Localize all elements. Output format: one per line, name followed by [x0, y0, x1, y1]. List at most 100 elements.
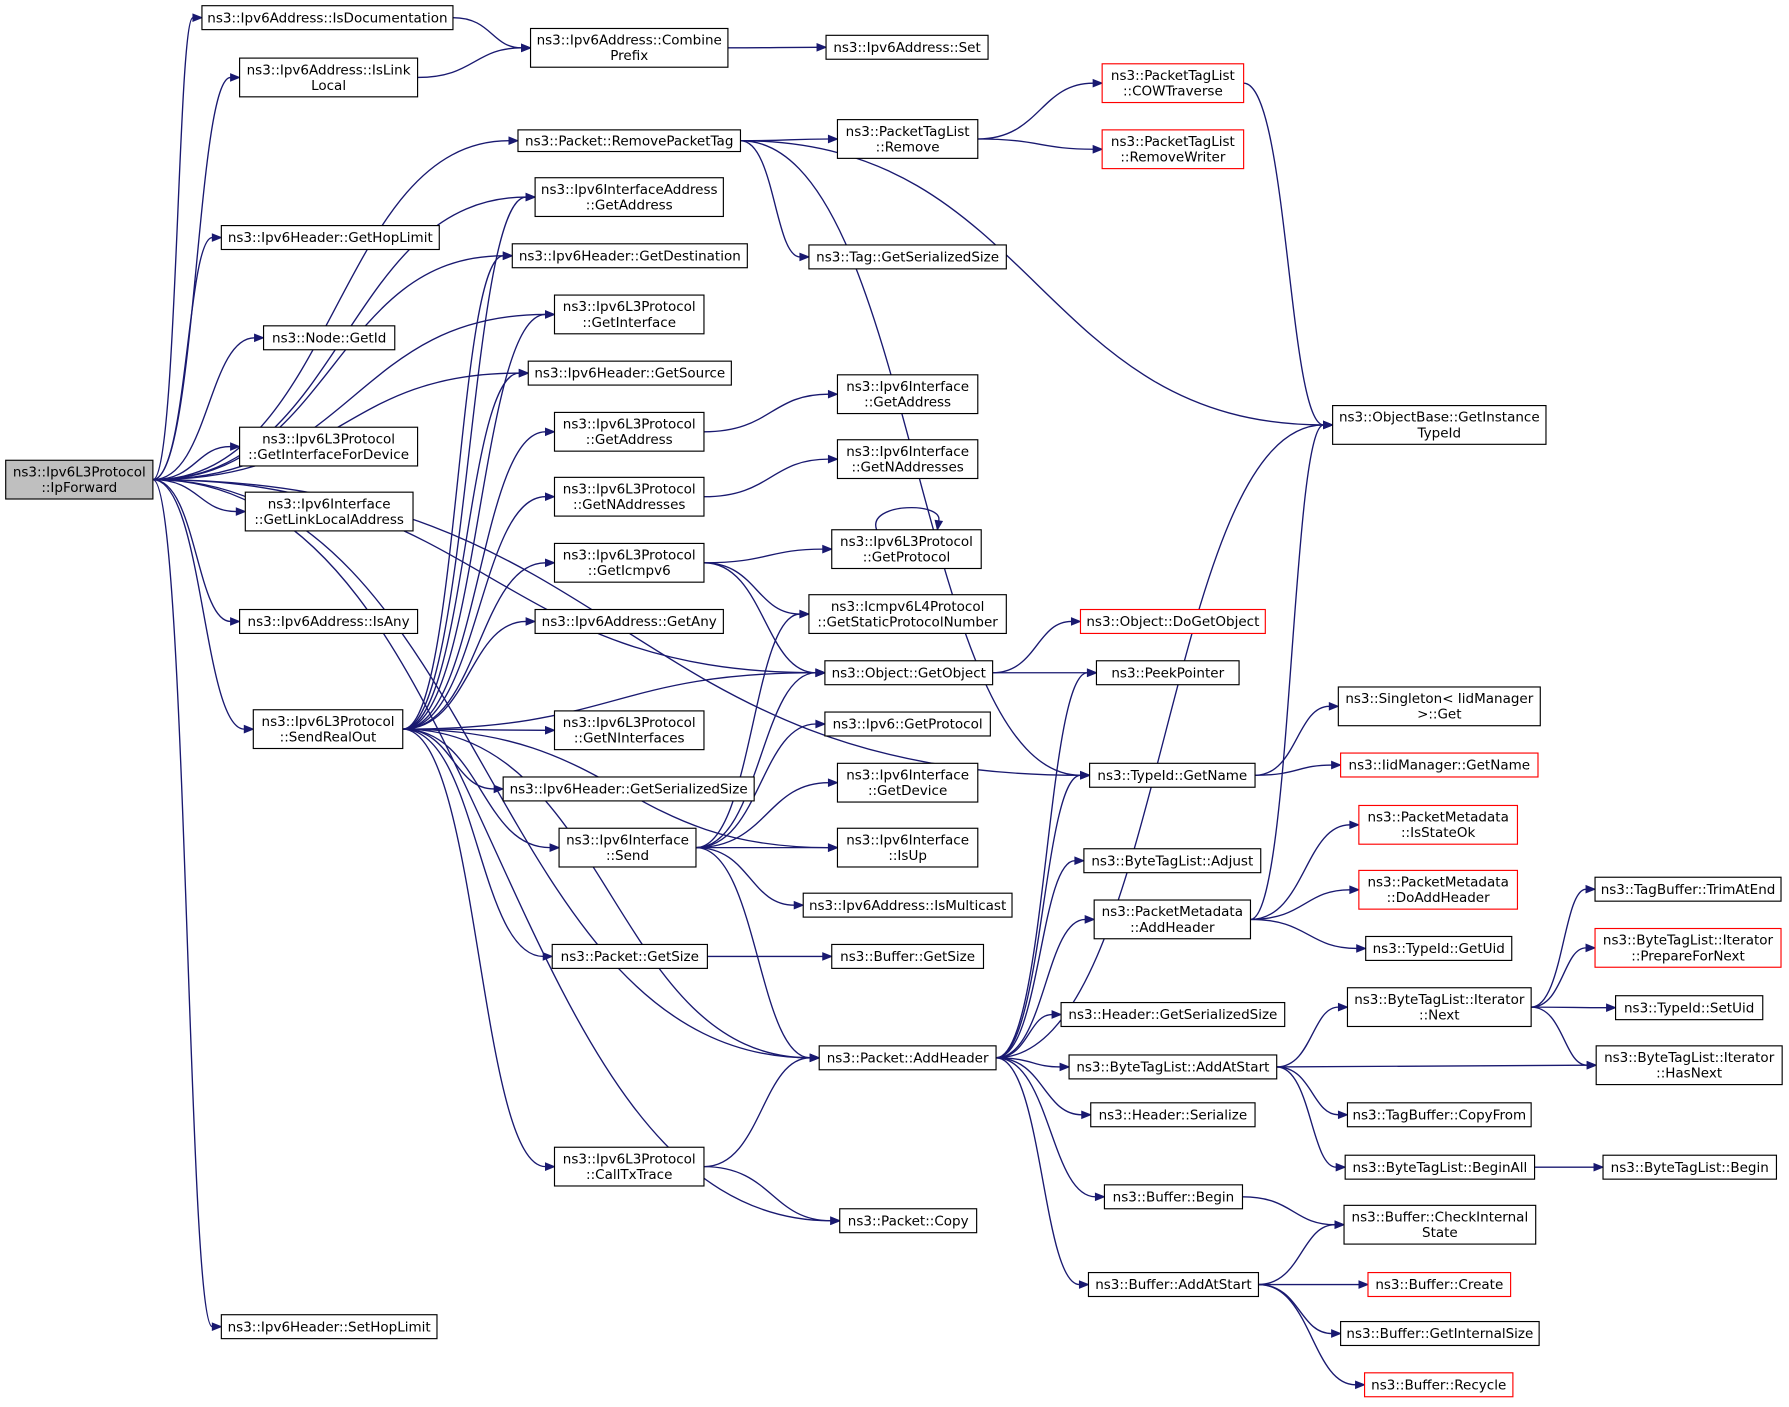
edge-arrowhead: [544, 492, 556, 502]
node-peekpointer[interactable]: ns3::PeekPointer: [1095, 660, 1240, 686]
node-box: [553, 710, 705, 751]
node-label: ns3::Packet::AddHeader: [827, 1050, 989, 1066]
node-iface_getdevice[interactable]: ns3::Ipv6Interface::GetDevice: [836, 762, 979, 803]
node-addr_getany[interactable]: ns3::Ipv6Address::GetAny: [534, 608, 724, 635]
node-buffer_recycle[interactable]: ns3::Buffer::Recycle: [1363, 1372, 1514, 1398]
edge-ipforward-to-addr_isany: [152, 478, 231, 623]
node-isdoc[interactable]: ns3::Ipv6Address::IsDocumentation: [201, 5, 454, 31]
node-iface_isup[interactable]: ns3::Ipv6Interface::IsUp: [836, 827, 979, 868]
node-btl_it_next[interactable]: ns3::ByteTagList::Iterator::Next: [1346, 987, 1532, 1028]
node-l3_getaddress[interactable]: ns3::Ipv6L3Protocol::GetAddress: [553, 411, 705, 452]
node-label: ns3::Object::DoGetObject: [1086, 614, 1259, 630]
node-label: ns3::Ipv6Interface: [846, 379, 969, 395]
node-buffer_getsize[interactable]: ns3::Buffer::GetSize: [831, 943, 985, 969]
node-iface_getnaddr[interactable]: ns3::Ipv6Interface::GetNAddresses: [836, 439, 979, 480]
node-pm_doaddheader[interactable]: ns3::PacketMetadata::DoAddHeader: [1358, 869, 1519, 910]
node-typeid_getname[interactable]: ns3::TypeId::GetName: [1089, 762, 1256, 788]
node-sendrealout[interactable]: ns3::Ipv6L3Protocol::SendRealOut: [252, 709, 404, 750]
node-typeid_setuid[interactable]: ns3::TypeId::SetUid: [1615, 995, 1764, 1021]
node-typeid_getuid[interactable]: ns3::TypeId::GetUid: [1365, 935, 1513, 961]
node-pm_addheader[interactable]: ns3::PacketMetadata::AddHeader: [1093, 899, 1252, 940]
node-box: [502, 776, 755, 802]
node-tb_trimatend[interactable]: ns3::TagBuffer::TrimAtEnd: [1594, 876, 1782, 902]
node-btl_it_prepare[interactable]: ns3::ByteTagList::Iterator::PrepareForNe…: [1594, 927, 1782, 968]
node-hdr_getsource[interactable]: ns3::Ipv6Header::GetSource: [527, 360, 732, 386]
node-packet_getsize[interactable]: ns3::Packet::GetSize: [551, 943, 708, 969]
node-ifaddr_getaddress[interactable]: ns3::Ipv6InterfaceAddress::GetAddress: [534, 177, 724, 218]
node-header_getser[interactable]: ns3::Header::GetSerializedSize: [1060, 1001, 1286, 1028]
node-box: [1344, 1154, 1536, 1180]
edge-iface_send-to-icmp_getstatic: [695, 613, 800, 849]
edge-arrowhead: [827, 843, 839, 852]
node-hdr_gethoplimit[interactable]: ns3::Ipv6Header::GetHopLimit: [220, 225, 440, 251]
node-ptl_cow[interactable]: ns3::PacketTagList::COWTraverse: [1101, 63, 1245, 104]
node-l3_getprotocol[interactable]: ns3::Ipv6L3Protocol::GetProtocol: [831, 529, 982, 570]
node-icmp_getstatic[interactable]: ns3::Icmpv6L4Protocol::GetStaticProtocol…: [808, 594, 1007, 635]
node-box: [201, 5, 454, 31]
node-addrset[interactable]: ns3::Ipv6Address::Set: [825, 34, 989, 60]
node-box: [553, 294, 705, 335]
node-addr_ismulticast[interactable]: ns3::Ipv6Address::IsMulticast: [802, 892, 1013, 918]
edge-arrowhead: [544, 558, 556, 568]
node-buffer_begin[interactable]: ns3::Buffer::Begin: [1103, 1184, 1244, 1210]
node-removepackettag[interactable]: ns3::Packet::RemovePacketTag: [517, 129, 742, 153]
node-pm_isstateok[interactable]: ns3::PacketMetadata::IsStateOk: [1358, 804, 1519, 845]
node-singleton_get[interactable]: ns3::Singleton< IidManager>::Get: [1337, 686, 1541, 727]
node-ptl_remove[interactable]: ns3::PacketTagList::Remove: [836, 119, 979, 159]
node-packet_copy[interactable]: ns3::Packet::Copy: [839, 1208, 978, 1234]
node-label: ::CallTxTrace: [586, 1167, 672, 1183]
node-iface_send[interactable]: ns3::Ipv6Interface::Send: [558, 827, 697, 868]
node-buffer_addatstart[interactable]: ns3::Buffer::AddAtStart: [1087, 1271, 1260, 1298]
node-l3_getifacefordev[interactable]: ns3::Ipv6L3Protocol::GetInterfaceForDevi…: [239, 426, 419, 467]
node-btl_beginall[interactable]: ns3::ByteTagList::BeginAll: [1344, 1154, 1536, 1180]
node-l3_geticmp[interactable]: ns3::Ipv6L3Protocol::GetIcmpv6: [553, 542, 705, 583]
edge-packet_addheader-to-buffer_addatstart: [995, 1057, 1080, 1286]
node-label: ::IpForward: [41, 480, 117, 496]
node-hdr_getdest[interactable]: ns3::Ipv6Header::GetDestination: [511, 243, 748, 269]
node-label: ns3::Node::GetId: [272, 330, 386, 346]
edge-arrowhead: [1331, 1329, 1342, 1338]
node-node_getid[interactable]: ns3::Node::GetId: [262, 325, 396, 351]
edge-arrowhead: [518, 368, 530, 378]
node-tag_getser[interactable]: ns3::Tag::GetSerializedSize: [808, 244, 1007, 270]
edge-sendrealout-to-hdr_getdest: [402, 255, 504, 730]
edge-l3_getnaddr-to-iface_getnaddr: [703, 458, 829, 498]
node-label: ns3::Buffer::AddAtStart: [1095, 1277, 1252, 1293]
node-iid_getname[interactable]: ns3::IidManager::GetName: [1340, 752, 1539, 778]
edge-arrowhead: [211, 1322, 223, 1332]
node-header_serialize[interactable]: ns3::Header::Serialize: [1090, 1102, 1256, 1128]
edge-arrowhead: [1585, 943, 1597, 953]
node-label: ::GetAddress: [586, 432, 673, 448]
node-box: [239, 426, 419, 467]
node-iface_getaddress[interactable]: ns3::Ipv6Interface::GetAddress: [836, 374, 979, 415]
node-l3_calltxtrace[interactable]: ns3::Ipv6L3Protocol::CallTxTrace: [553, 1146, 705, 1187]
node-buffer_getinternalsize[interactable]: ns3::Buffer::GetInternalSize: [1340, 1320, 1540, 1347]
node-hdr_sethoplimit[interactable]: ns3::Ipv6Header::SetHopLimit: [220, 1314, 438, 1340]
node-tb_copyfrom[interactable]: ns3::TagBuffer::CopyFrom: [1346, 1102, 1532, 1128]
node-btl_it_hasnext[interactable]: ns3::ByteTagList::Iterator::HasNext: [1595, 1045, 1783, 1086]
node-obj_getobject[interactable]: ns3::Object::GetObject: [824, 660, 994, 686]
edge-arrowhead: [521, 43, 532, 53]
node-btl_begin[interactable]: ns3::ByteTagList::Begin: [1602, 1154, 1778, 1180]
node-ptl_removewriter[interactable]: ns3::PacketTagList::RemoveWriter: [1101, 129, 1245, 170]
node-label: ::SendRealOut: [280, 730, 377, 746]
node-l3_getninterfaces[interactable]: ns3::Ipv6L3Protocol::GetNInterfaces: [553, 710, 705, 751]
node-addr_isany[interactable]: ns3::Ipv6Address::IsAny: [239, 608, 419, 635]
node-ipforward[interactable]: ns3::Ipv6L3Protocol::IpForward: [5, 459, 154, 500]
node-packet_addheader[interactable]: ns3::Packet::AddHeader: [818, 1045, 997, 1071]
node-l3_getnaddr[interactable]: ns3::Ipv6L3Protocol::GetNAddresses: [553, 476, 705, 517]
node-hdr_getserialized[interactable]: ns3::Ipv6Header::GetSerializedSize: [502, 776, 755, 802]
node-btl_adjust[interactable]: ns3::ByteTagList::Adjust: [1083, 848, 1262, 874]
node-ipv6_getprotocol[interactable]: ns3::Ipv6::GetProtocol: [824, 711, 991, 737]
node-btl_addatstart[interactable]: ns3::ByteTagList::AddAtStart: [1068, 1054, 1278, 1080]
node-iface_getlinklocal[interactable]: ns3::Ipv6Interface::GetLinkLocalAddress: [244, 491, 414, 532]
node-buffer_create[interactable]: ns3::Buffer::Create: [1367, 1271, 1512, 1298]
node-l3_getinterface[interactable]: ns3::Ipv6L3Protocol::GetInterface: [553, 294, 705, 335]
node-box: [1083, 848, 1262, 874]
node-box: [220, 225, 440, 251]
node-obj_dogetobject[interactable]: ns3::Object::DoGetObject: [1079, 608, 1266, 635]
